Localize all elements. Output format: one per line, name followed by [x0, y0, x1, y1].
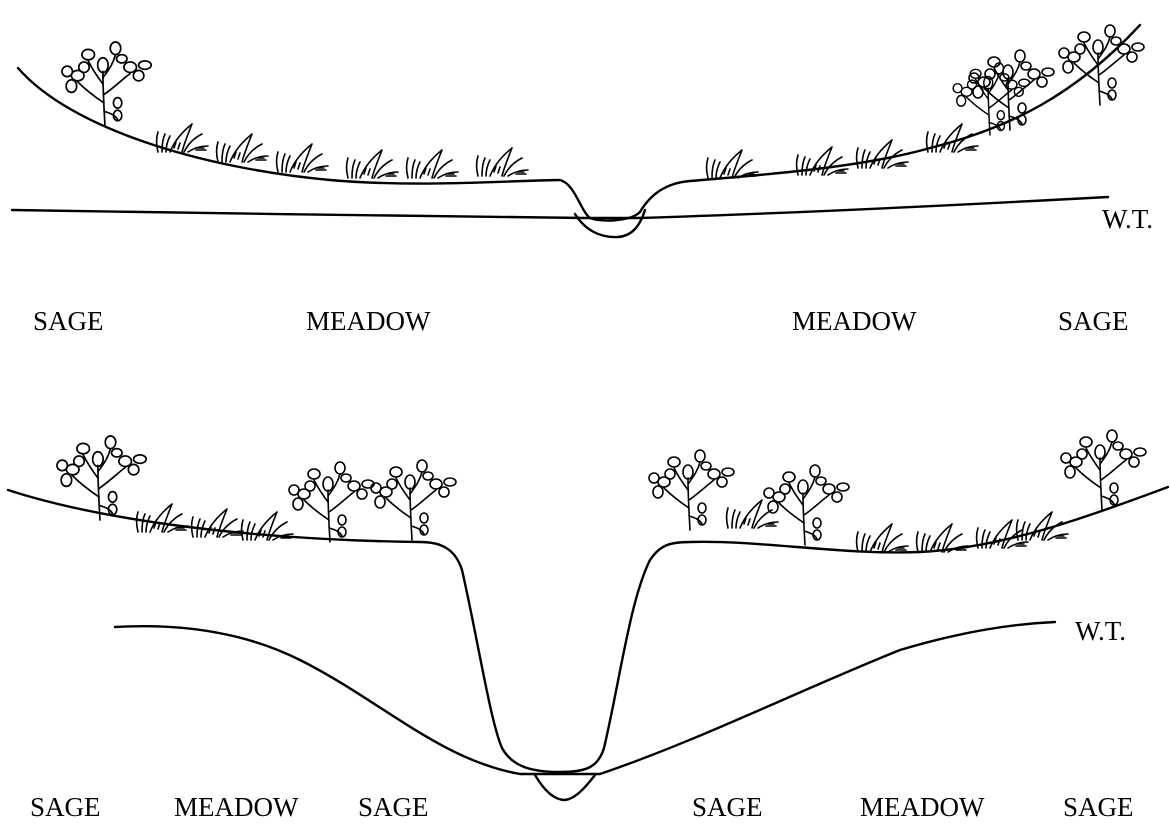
top-wt-label: W.T.	[1102, 204, 1153, 234]
grass-icon	[407, 150, 459, 178]
top-zone-label-meadow-left: MEADOW	[306, 306, 431, 336]
sagebrush-icon	[1059, 25, 1144, 105]
grass-icon	[217, 134, 269, 162]
grass-icon	[707, 150, 759, 178]
grass-icon	[857, 140, 909, 168]
sagebrush-icon	[649, 450, 734, 530]
grass-icon	[727, 500, 779, 528]
bottom-zone-label-meadow-right: MEADOW	[860, 792, 985, 822]
grass-icon	[857, 524, 909, 552]
grass-icon	[477, 148, 529, 176]
bottom-zone-label-sage-2: SAGE	[358, 792, 429, 822]
top-panel: W.T. SAGE MEADOW MEADOW SAGE	[12, 25, 1153, 336]
bottom-water-table	[115, 622, 1055, 774]
top-water-table	[12, 197, 1108, 218]
grass-icon	[277, 144, 329, 172]
bottom-channel-bottom	[535, 775, 595, 800]
top-zone-label-meadow-right: MEADOW	[792, 306, 917, 336]
bottom-zone-label-sage-1: SAGE	[30, 792, 101, 822]
grass-icon	[137, 504, 189, 532]
sagebrush-icon	[371, 460, 456, 540]
sagebrush-icon	[764, 465, 849, 545]
grass-icon	[192, 509, 244, 537]
top-zone-label-sage-right: SAGE	[1058, 306, 1129, 336]
grass-icon	[917, 524, 969, 552]
bottom-zone-label-sage-4: SAGE	[1063, 792, 1134, 822]
bottom-wt-label: W.T.	[1075, 616, 1126, 646]
bottom-panel: W.T. SAGE MEADOW SAGE SAGE MEADOW SAGE	[8, 430, 1168, 822]
top-zone-label-sage-left: SAGE	[33, 306, 104, 336]
sagebrush-icon	[289, 462, 374, 542]
bottom-zone-label-meadow-left: MEADOW	[174, 792, 299, 822]
sagebrush-icon	[1061, 430, 1146, 510]
grass-icon	[347, 150, 399, 178]
sagebrush-icon	[953, 63, 1030, 135]
bottom-zone-label-sage-3: SAGE	[692, 792, 763, 822]
top-ground-surface	[18, 25, 1140, 220]
